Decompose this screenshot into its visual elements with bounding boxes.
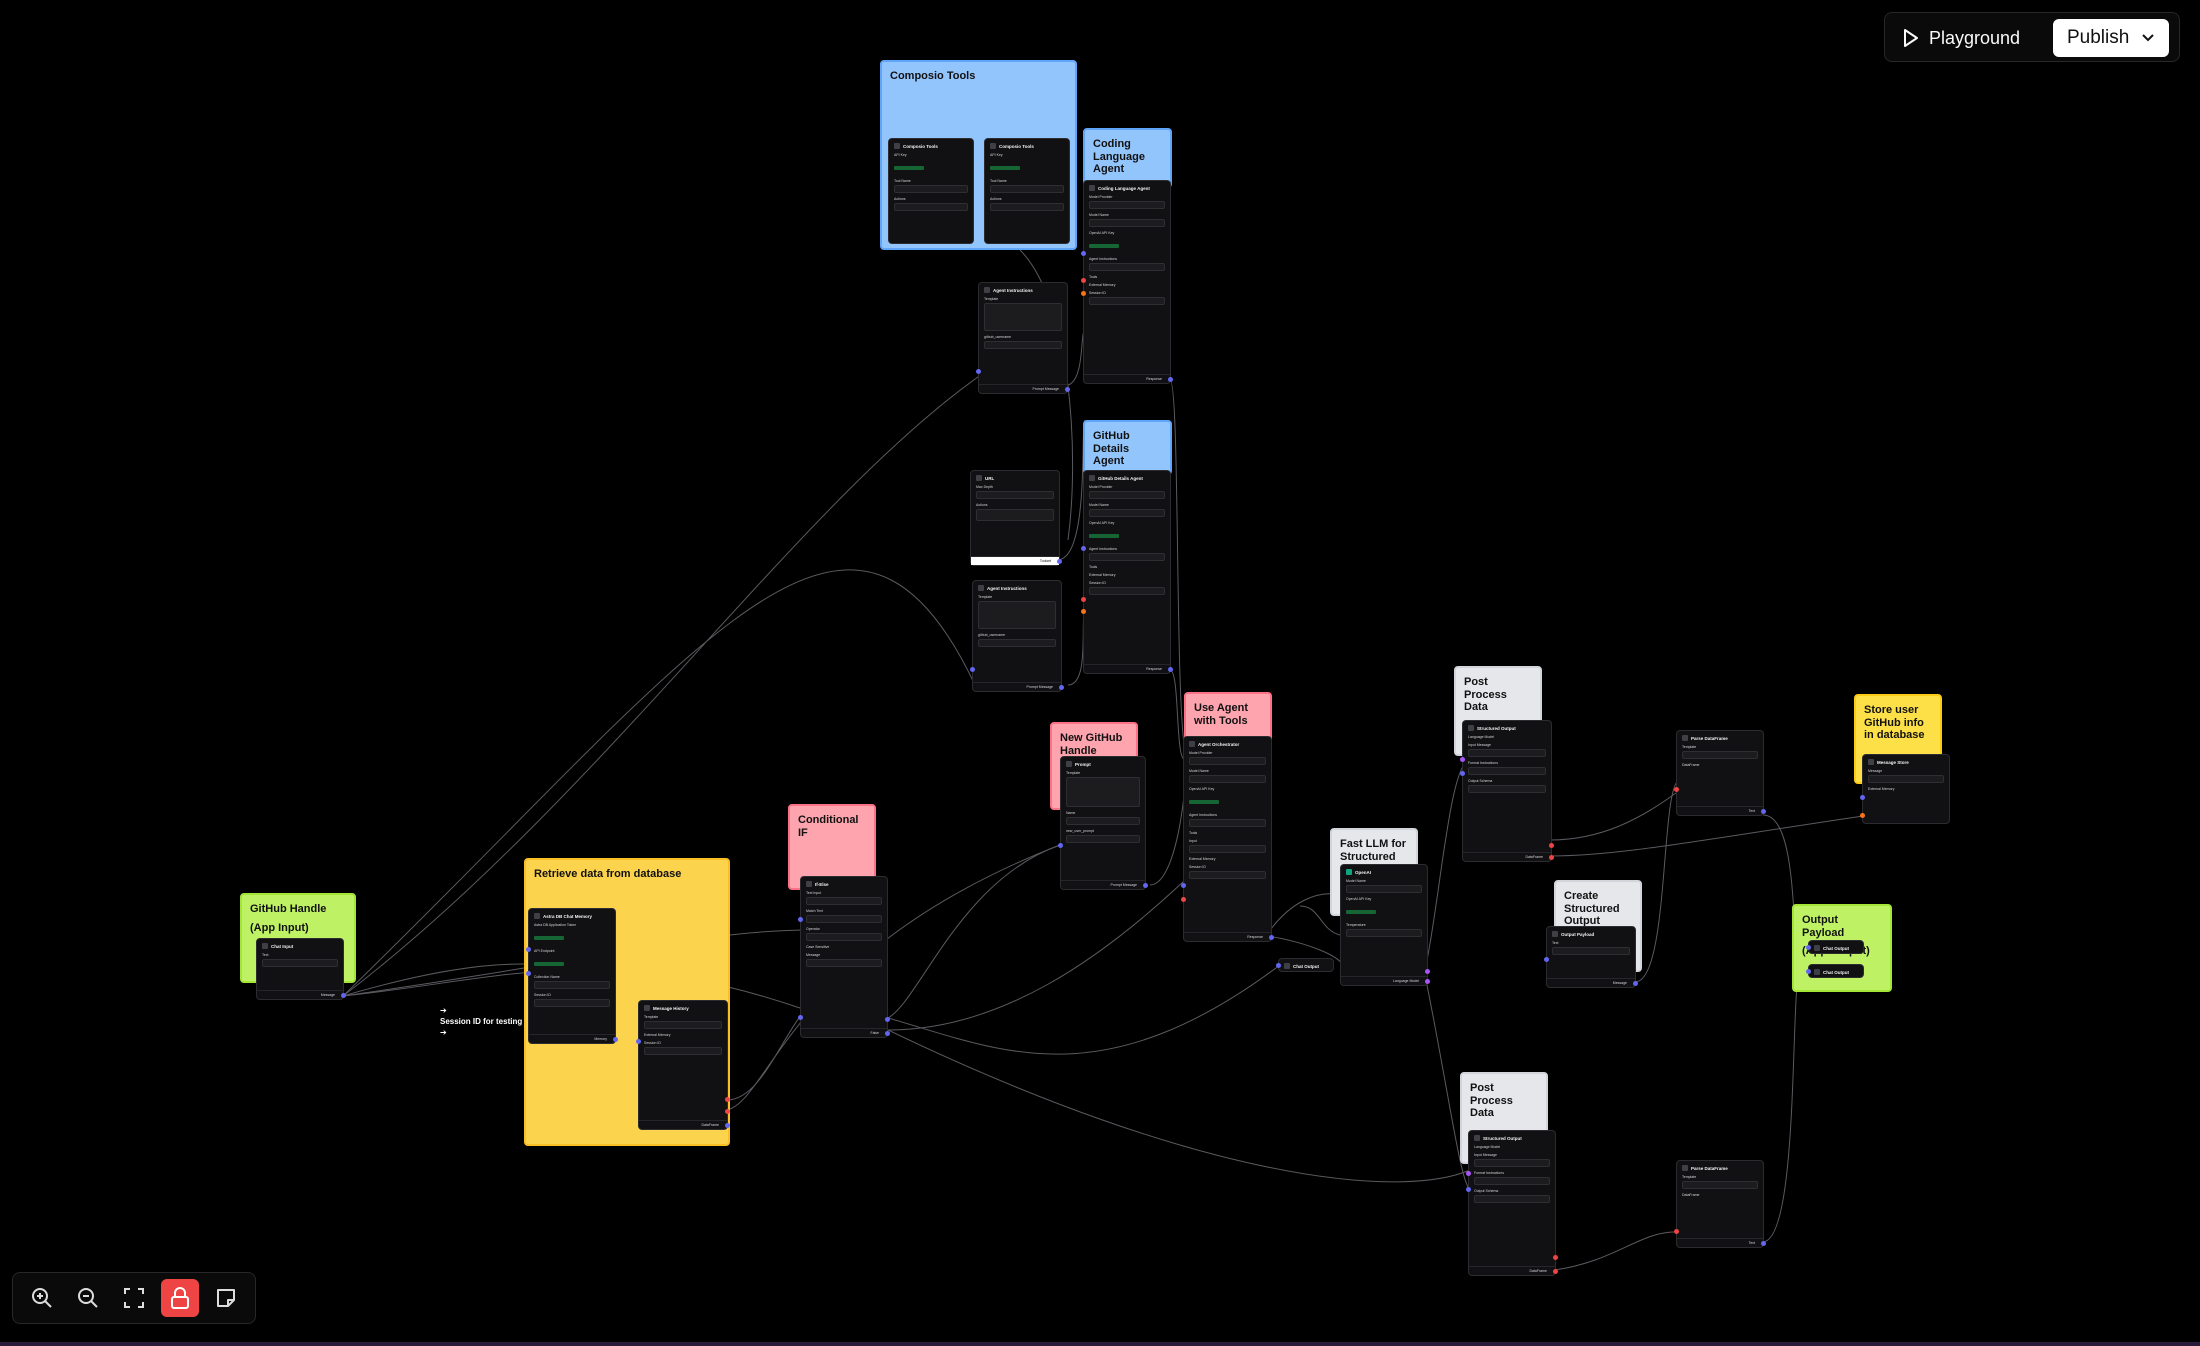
agent-instructions-node-2[interactable]: Agent Instructions Template github_usern… — [970, 580, 1064, 692]
zoom-in-icon — [32, 1288, 52, 1308]
composio-tools-node-2[interactable]: Composio Tools API Key Tool Name Actions — [984, 138, 1070, 244]
github-details-agent-note[interactable]: GitHub Details Agent — [1083, 420, 1172, 475]
database-icon — [534, 913, 540, 919]
note-title: Output Payload — [1802, 914, 1845, 939]
structure-icon — [1468, 725, 1474, 731]
prompt-icon — [978, 585, 984, 591]
chat-icon — [1814, 969, 1820, 975]
structured-output-node-2[interactable]: Structured Output Language Model Input M… — [1466, 1130, 1558, 1276]
note-title: Coding Language Agent — [1093, 138, 1145, 176]
sticky-note-icon — [217, 1289, 235, 1307]
message-history-node[interactable]: Message History Template External Memory… — [636, 1000, 730, 1130]
if-else-node[interactable]: If-Else Text Input Match Text Operator C… — [798, 876, 890, 1038]
history-icon — [644, 1005, 650, 1011]
chevron-down-icon — [2142, 34, 2154, 42]
note-title: Conditional IF — [798, 814, 859, 839]
parse-dataframe-node-2[interactable]: Parse DataFrame Template DataFrame Text — [1674, 1160, 1766, 1248]
chat-input-node[interactable]: Chat Input Text Message — [256, 938, 346, 1000]
url-node[interactable]: URL Max Depth Actions Toolset — [970, 470, 1062, 566]
split-icon — [806, 881, 812, 887]
link-icon — [976, 475, 982, 481]
arrow-icon: ➔ — [440, 1006, 447, 1015]
parse-dataframe-node-1[interactable]: Parse DataFrame Template DataFrame Text — [1674, 730, 1766, 816]
table-icon — [1682, 1165, 1688, 1171]
openai-icon — [1346, 869, 1352, 875]
play-icon — [1904, 29, 1918, 47]
zoom-in-button[interactable] — [23, 1279, 61, 1317]
astra-db-chat-memory-node[interactable]: Astra DB Chat Memory Astra DB Applicatio… — [526, 908, 618, 1044]
playground-label: Playground — [1929, 27, 2021, 48]
conditional-if-note[interactable]: Conditional IF — [788, 804, 876, 890]
arrow-icon: ➔ — [440, 1028, 447, 1037]
note-title: Retrieve data from database — [534, 868, 682, 880]
save-icon — [1868, 759, 1874, 765]
note-title: Use Agent with Tools — [1194, 702, 1248, 727]
note-title: Session ID for testing — [440, 1017, 523, 1026]
publish-label: Publish — [2067, 27, 2130, 48]
structure-icon — [1474, 1135, 1480, 1141]
note-title: GitHub Handle — [250, 903, 327, 915]
table-icon — [1682, 735, 1688, 741]
prompt-node[interactable]: Prompt Template Name new_user_prompt Pro… — [1058, 756, 1148, 890]
text-icon — [1552, 931, 1558, 937]
prompt-icon — [984, 287, 990, 293]
coding-language-agent-note[interactable]: Coding Language Agent — [1083, 128, 1172, 188]
add-note-button[interactable] — [207, 1279, 245, 1317]
playground-button[interactable]: Playground — [1903, 25, 2020, 51]
session-id-note[interactable]: ➔ Session ID for testing ➔ — [440, 1006, 530, 1037]
coding-language-agent-node[interactable]: Coding Language Agent Model Provider Mod… — [1081, 180, 1173, 384]
agent-instructions-node-1[interactable]: Agent Instructions Template github_usern… — [976, 282, 1070, 394]
publish-button[interactable]: Publish — [2053, 19, 2169, 57]
chat-icon — [262, 943, 268, 949]
structured-output-node-1[interactable]: Structured Output Language Model Input M… — [1460, 720, 1554, 862]
zoom-out-icon — [78, 1288, 98, 1308]
prompt-icon — [1066, 761, 1072, 767]
note-title: Store user GitHub info in database — [1864, 704, 1925, 742]
canvas-controls — [12, 1272, 256, 1324]
agent-icon — [1089, 475, 1095, 481]
zoom-out-button[interactable] — [69, 1279, 107, 1317]
top-action-bar: Playground Publish — [1884, 12, 2180, 62]
note-subtitle: (App Input) — [250, 921, 309, 934]
fit-view-button[interactable] — [115, 1279, 153, 1317]
output-payload-node[interactable]: Output Payload Text Message — [1544, 926, 1638, 988]
note-title: Composio Tools — [890, 70, 976, 82]
message-store-node[interactable]: Message Store Message External Memory — [1860, 754, 1950, 824]
github-details-agent-node[interactable]: GitHub Details Agent Model Provider Mode… — [1081, 470, 1173, 674]
chat-output-node-2[interactable]: Chat Output — [1806, 964, 1864, 978]
chat-output-node-mid[interactable]: Chat Output — [1276, 958, 1334, 972]
chat-output-node-1[interactable]: Chat Output — [1806, 940, 1864, 954]
composio-icon — [894, 143, 900, 149]
agent-orchestrator-node[interactable]: Agent Orchestrator Model Provider Model … — [1181, 736, 1274, 942]
fit-view-icon — [124, 1288, 144, 1308]
chat-icon — [1284, 963, 1290, 969]
note-title: GitHub Details Agent — [1093, 430, 1130, 468]
note-title: Post Process Data — [1470, 1082, 1513, 1120]
agent-icon — [1089, 185, 1095, 191]
bottom-edge — [0, 1342, 2200, 1346]
openai-node[interactable]: OpenAI Model Name OpenAI API Key Tempera… — [1340, 864, 1430, 986]
agent-icon — [1189, 741, 1195, 747]
composio-tools-node-1[interactable]: Composio Tools API Key Tool Name Actions — [888, 138, 974, 244]
note-title: Post Process Data — [1464, 676, 1507, 714]
lock-icon — [171, 1287, 189, 1309]
composio-icon — [990, 143, 996, 149]
chat-icon — [1814, 945, 1820, 951]
lock-button[interactable] — [161, 1279, 199, 1317]
